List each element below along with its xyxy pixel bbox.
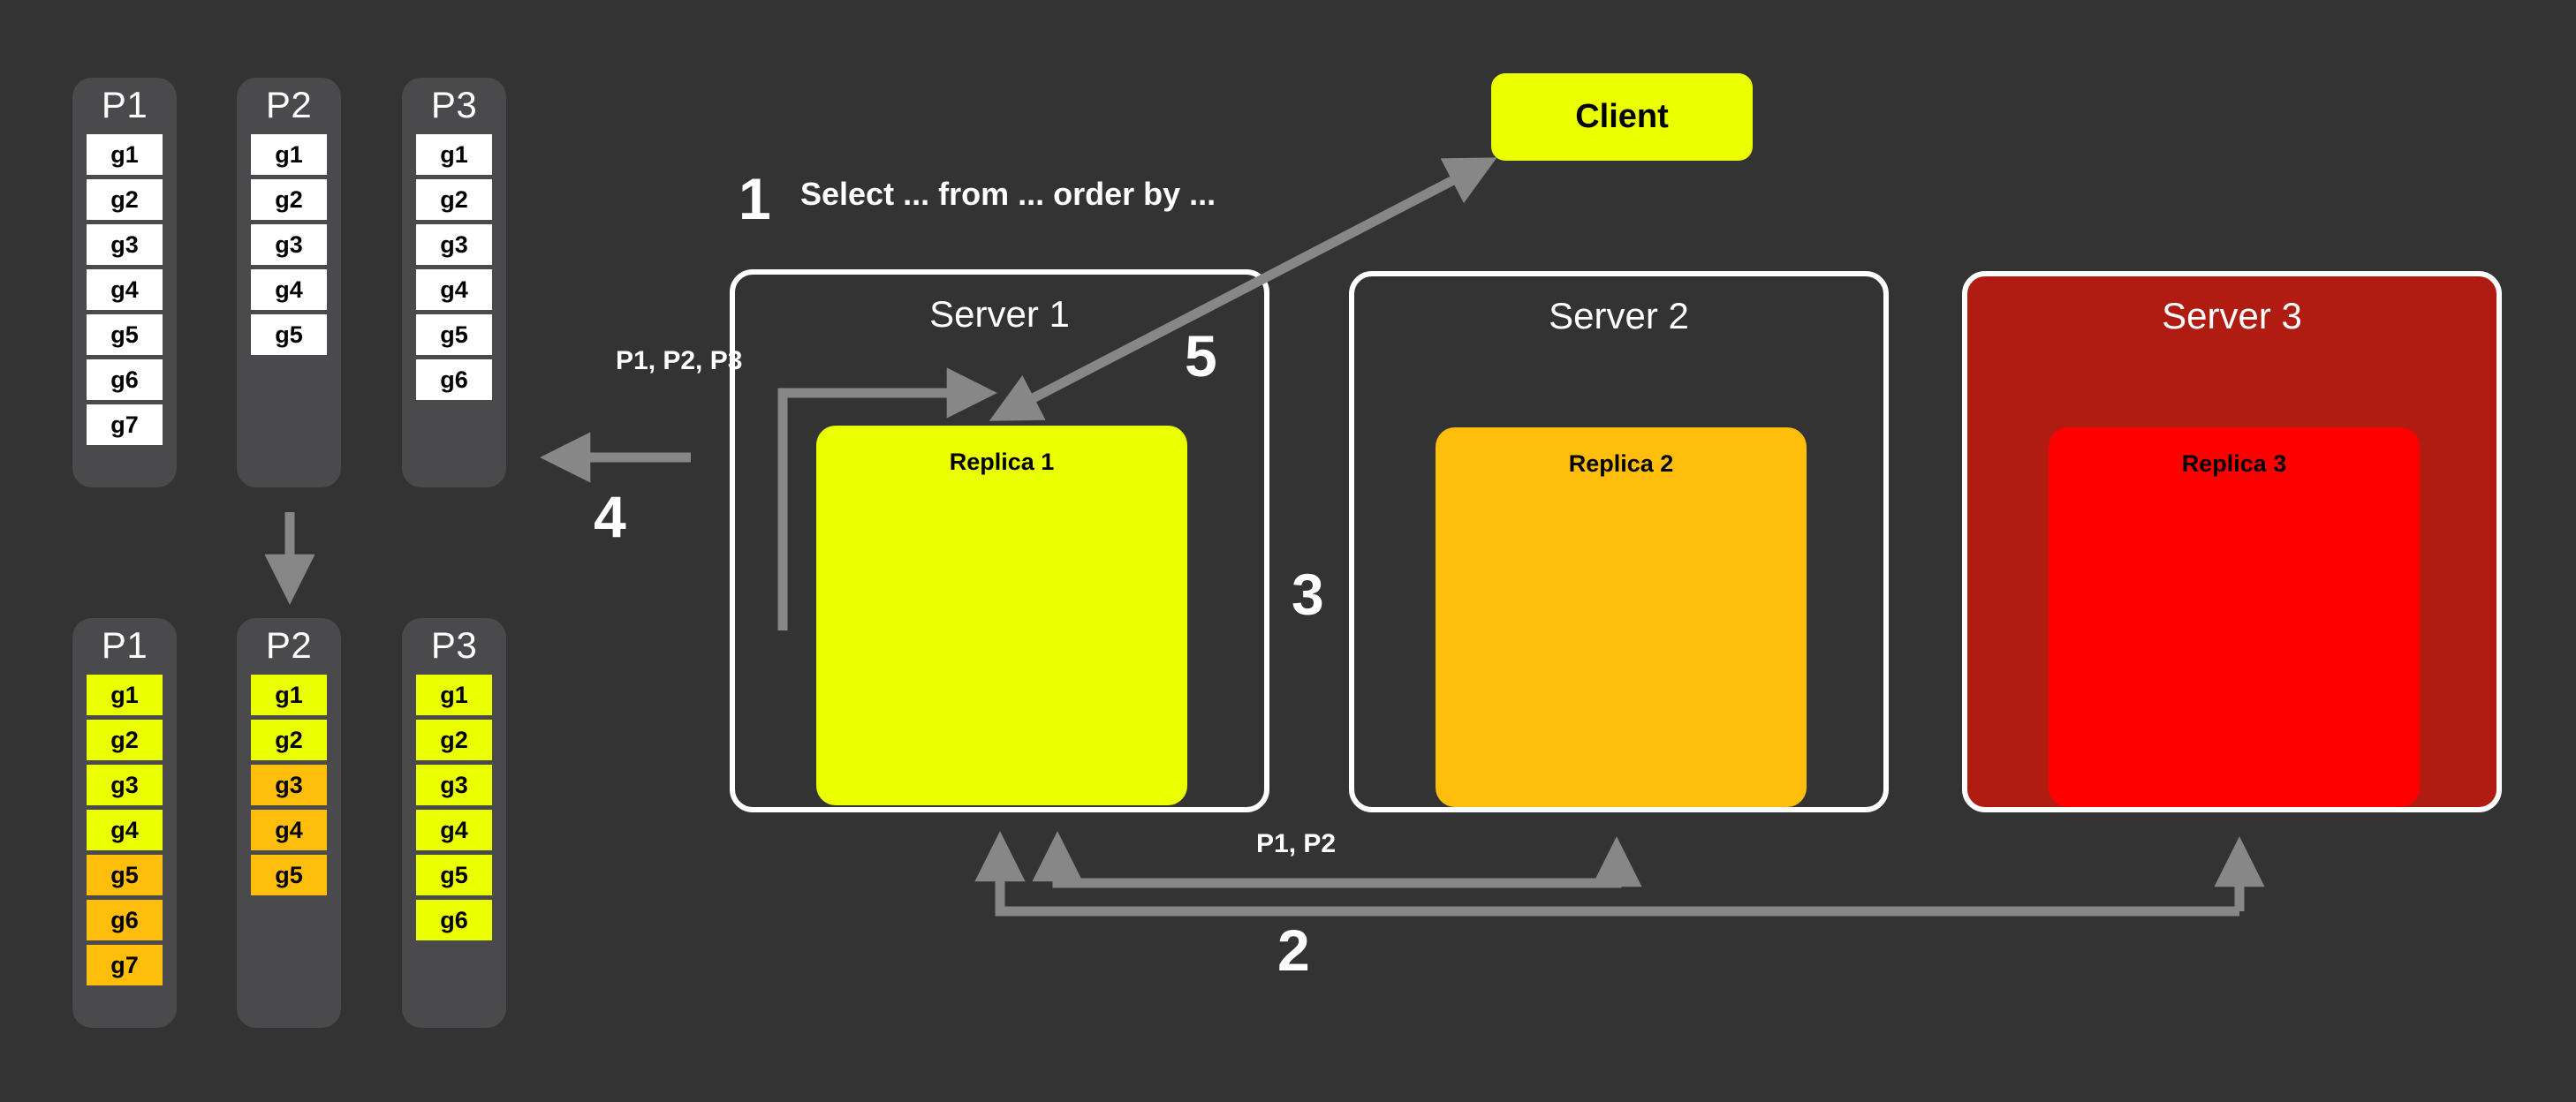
- step-number-4: 4: [594, 484, 626, 549]
- partition-cell: g2: [87, 720, 163, 760]
- label-p1-p2: P1, P2: [1256, 829, 1337, 858]
- arrow-step-2-server3-to-server1: [974, 831, 2265, 917]
- client-label: Client: [1575, 98, 1669, 135]
- client-box[interactable]: Client: [1491, 73, 1753, 161]
- partition-cells: g1 g2 g3 g4 g5 g6: [416, 675, 492, 945]
- partition-cell: g4: [87, 810, 163, 850]
- partition-column-p3-bottom: P3 g1 g2 g3 g4 g5 g6: [402, 618, 506, 1028]
- arrow-step-2-server2-to-server1: [1032, 831, 1642, 888]
- partition-cell: g2: [416, 179, 492, 220]
- partition-cell: g6: [87, 900, 163, 940]
- partition-cell: g3: [416, 224, 492, 265]
- partition-cells: g1 g2 g3 g4 g5: [251, 134, 327, 359]
- partition-cell: g2: [87, 179, 163, 220]
- partition-cell: g5: [251, 314, 327, 355]
- server-3-box[interactable]: Server 3 Replica 3: [1962, 271, 2502, 812]
- partition-column-p2-bottom: P2 g1 g2 g3 g4 g5: [237, 618, 341, 1028]
- partition-cell: g7: [87, 945, 163, 985]
- step-number-5: 5: [1185, 323, 1217, 389]
- partition-cell: g4: [87, 269, 163, 310]
- partition-cell: g2: [251, 179, 327, 220]
- partition-title: P3: [430, 624, 478, 666]
- partition-cells: g1 g2 g3 g4 g5 g6: [416, 134, 492, 404]
- partition-title: P1: [101, 624, 148, 666]
- replica-label: Replica 2: [1568, 450, 1674, 477]
- partition-cell: g1: [416, 675, 492, 715]
- partition-cell: g5: [251, 855, 327, 895]
- partition-cell: g5: [87, 855, 163, 895]
- partition-cell: g4: [416, 269, 492, 310]
- server-title: Server 2: [1549, 295, 1689, 336]
- replica-2-box[interactable]: Replica 2: [1436, 427, 1807, 807]
- partition-cell: g5: [416, 855, 492, 895]
- partition-cell: g4: [251, 269, 327, 310]
- partition-cell: g3: [416, 765, 492, 805]
- partition-cells: g1 g2 g3 g4 g5 g6 g7: [87, 134, 163, 449]
- label-p1-p2-p3: P1, P2, P3: [616, 346, 743, 375]
- step-number-1: 1: [739, 166, 771, 231]
- replica-3-box[interactable]: Replica 3: [2049, 427, 2420, 807]
- server-title: Server 3: [2162, 295, 2302, 336]
- partition-cell: g4: [416, 810, 492, 850]
- partition-cell: g3: [251, 765, 327, 805]
- partition-cell: g4: [251, 810, 327, 850]
- partition-column-p3-top: P3 g1 g2 g3 g4 g5 g6: [402, 78, 506, 487]
- partition-cell: g7: [87, 404, 163, 445]
- partition-cell: g5: [87, 314, 163, 355]
- server-2-box[interactable]: Server 2 Replica 2: [1349, 271, 1889, 812]
- partition-column-p2-top: P2 g1 g2 g3 g4 g5: [237, 78, 341, 487]
- replica-1-box[interactable]: Replica 1: [816, 426, 1187, 805]
- partition-cell: g2: [416, 720, 492, 760]
- query-label: Select ... from ... order by ...: [800, 176, 1216, 212]
- partition-cell: g3: [87, 765, 163, 805]
- partition-cell: g1: [87, 134, 163, 175]
- partition-column-p1-top: P1 g1 g2 g3 g4 g5 g6 g7: [72, 78, 177, 487]
- replica-label: Replica 3: [2181, 450, 2287, 477]
- partition-title: P1: [101, 84, 148, 125]
- partition-cell: g6: [416, 900, 492, 940]
- partition-cells: g1 g2 g3 g4 g5 g6 g7: [87, 675, 163, 990]
- partition-cells: g1 g2 g3 g4 g5: [251, 675, 327, 900]
- step-number-2: 2: [1277, 917, 1310, 983]
- partition-title: P3: [430, 84, 478, 125]
- partition-cell: g3: [251, 224, 327, 265]
- partition-title: P2: [265, 84, 313, 125]
- partition-cell: g1: [87, 675, 163, 715]
- partition-cell: g6: [87, 359, 163, 400]
- partition-column-p1-bottom: P1 g1 g2 g3 g4 g5 g6 g7: [72, 618, 177, 1028]
- step-number-3: 3: [1292, 562, 1324, 627]
- partition-title: P2: [265, 624, 313, 666]
- partition-cell: g1: [251, 675, 327, 715]
- partition-cell: g6: [416, 359, 492, 400]
- partition-cell: g1: [251, 134, 327, 175]
- partition-cell: g3: [87, 224, 163, 265]
- partition-cell: g5: [416, 314, 492, 355]
- partition-cell: g2: [251, 720, 327, 760]
- partition-cell: g1: [416, 134, 492, 175]
- replica-label: Replica 1: [949, 449, 1055, 475]
